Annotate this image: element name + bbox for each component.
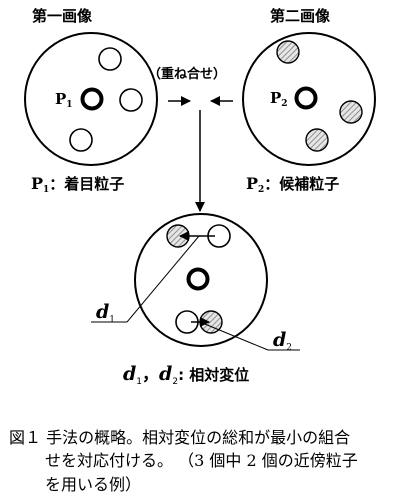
second-image-title: 第二画像 [270, 7, 331, 25]
first-image-field: P1 [24, 32, 158, 166]
overlay-label: （重ね合せ） [148, 66, 226, 82]
d1-leader-line [126, 235, 200, 323]
figure-caption-line2: せを対応付ける。 （3 個中 2 個の近傍粒子 [45, 451, 358, 470]
neighbor-particle-1b [119, 88, 143, 112]
candidate-particle-2a [276, 40, 300, 64]
candidate-particle-p2-label: P2 [270, 89, 288, 109]
figure-caption-line3: を用いる例） [45, 475, 141, 494]
d1-label: d1 [96, 301, 115, 325]
focus-particle-caption: P1：着目粒子 [31, 174, 124, 195]
candidate-particle-2b [339, 100, 363, 124]
first-image-title: 第一画像 [32, 7, 93, 25]
candidate-particle-2c [305, 128, 329, 152]
neighbor-particle-1a [98, 47, 122, 71]
overlay-boundary [134, 213, 268, 347]
candidate-particle-p2 [294, 86, 318, 110]
focus-particle-p1 [80, 87, 104, 111]
neighbor-particle-1c [69, 128, 93, 152]
relative-displacement-legend: d1，d2: 相対変位 [123, 363, 249, 387]
second-image-field: P2 [242, 32, 376, 166]
focus-particle-p1-label: P1 [55, 90, 73, 110]
d2-label: d2 [273, 329, 292, 353]
first-image-boundary [24, 32, 158, 166]
figure-caption-line1: 図１ 手法の概略。相対変位の総和が最小の組合 [9, 428, 350, 447]
second-image-boundary [242, 32, 376, 166]
candidate-particle-caption: P2：候補粒子 [246, 174, 339, 195]
overlay-field [134, 213, 268, 347]
overlay-center-particle [186, 267, 210, 291]
d2-leader-line [199, 321, 269, 351]
